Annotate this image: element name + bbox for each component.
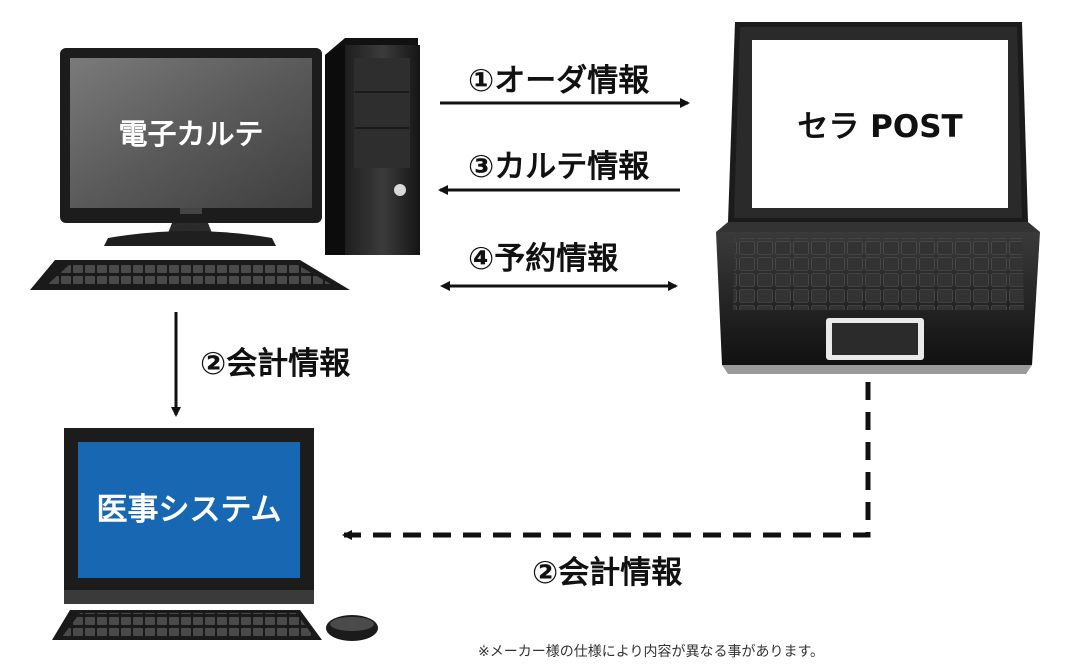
- emr-keyboard: [30, 260, 350, 290]
- sera-laptop: [716, 22, 1040, 374]
- medical-mouse: [326, 615, 378, 641]
- reserve-arrow: [440, 281, 678, 291]
- medical-monitor: [64, 428, 314, 604]
- medical-keyboard: [52, 610, 322, 640]
- karte-flow-label: ③カルテ情報: [468, 149, 650, 185]
- emr-tower: [325, 38, 420, 255]
- emr-monitor: [60, 48, 322, 246]
- billing-emr-flow-label: ②会計情報: [200, 346, 351, 382]
- emr-screen-label: 電子カルテ: [118, 117, 264, 151]
- sera-screen-label: セラ POST: [797, 109, 963, 145]
- order-flow-label: ①オーダ情報: [468, 63, 650, 99]
- medical-screen-label: 医事システム: [96, 492, 282, 528]
- billing-sera-arrow: [342, 382, 871, 540]
- footnote: ※メーカー様の仕様により内容が異なる事があります。: [478, 644, 825, 660]
- billing-sera-flow-label: ②会計情報: [532, 555, 683, 591]
- reserve-flow-label: ④予約情報: [468, 241, 619, 277]
